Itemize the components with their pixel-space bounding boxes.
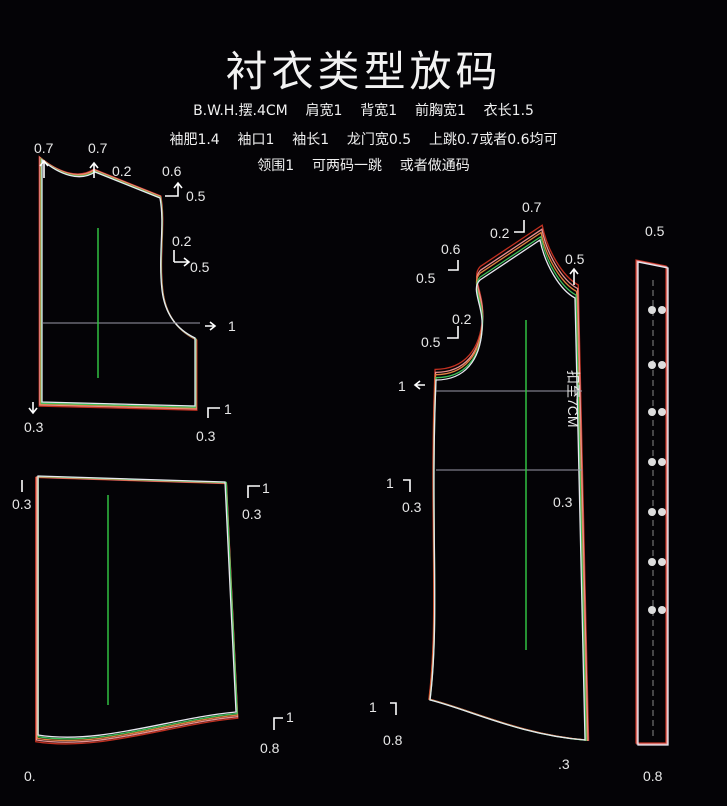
grade-value-label: 0.5 — [645, 223, 665, 239]
front-labels: 0.7 0.2 0.6 0.5 0.5 0.2 0.5 1 1 0.3 0.3 … — [369, 199, 585, 772]
front-bodice-piece: 扣至7CM — [428, 224, 590, 741]
note-line-3: 领围1 可两码一跳 或者做通码 — [257, 158, 470, 174]
grade-value-label: 0.7 — [522, 199, 542, 215]
grade-value-label: 0.2 — [452, 311, 472, 327]
grade-value-label: 1 — [228, 318, 236, 334]
grade-value-label: 1 — [386, 475, 394, 491]
grade-value-label: 0.5 — [416, 270, 436, 286]
placket-labels: 0.5 0.8 — [643, 223, 665, 784]
placket-piece — [635, 259, 669, 746]
sleeve-labels: 0.3 1 0.3 1 0.8 0. — [12, 480, 294, 784]
note-line-1: B.W.H.摆.4CM 肩宽1 背宽1 前胸宽1 衣长1.5 — [193, 103, 534, 119]
grade-value-label: 0.3 — [24, 419, 44, 435]
back-labels: 0.7 0.7 0.2 0.6 0.5 0.2 0.5 1 0.3 1 0.3 — [24, 140, 236, 444]
button-marks — [648, 306, 666, 614]
grade-value-label: 0.8 — [383, 732, 403, 748]
grade-value-label: .3 — [558, 756, 570, 772]
grade-value-label: 0.7 — [88, 140, 108, 156]
grade-value-label: 扣至7CM — [565, 370, 581, 428]
diagram-title: 衬衣类型放码 — [225, 47, 502, 96]
grade-value-label: 0.5 — [421, 334, 441, 350]
grade-value-label: 1 — [369, 699, 377, 715]
grade-value-label: 0.3 — [553, 494, 573, 510]
grade-value-label: 0.3 — [196, 428, 216, 444]
grade-value-label: 1 — [262, 480, 270, 496]
grade-value-label: 0.6 — [441, 241, 461, 257]
grade-value-label: 0.5 — [190, 259, 210, 275]
grade-value-label: 0.7 — [34, 140, 54, 156]
grade-value-label: 0. — [24, 768, 36, 784]
grade-value-label: 1 — [224, 401, 232, 417]
back-bodice-piece — [38, 156, 200, 411]
grade-value-label: 0.2 — [172, 233, 192, 249]
note-line-2: 袖肥1.4 袖口1 袖长1 龙门宽0.5 上跳0.7或者0.6均可 — [169, 132, 558, 148]
grade-arrows — [21, 159, 579, 730]
grade-value-label: 0.3 — [12, 496, 32, 512]
grade-value-label: 0.3 — [242, 506, 262, 522]
grade-value-label: 0.5 — [186, 188, 206, 204]
grade-value-label: 0.3 — [402, 499, 422, 515]
sleeve-piece — [35, 475, 239, 745]
grade-value-label: 0.2 — [112, 163, 132, 179]
grade-value-label: 0.6 — [162, 163, 182, 179]
grade-value-label: 0.5 — [565, 251, 585, 267]
grade-value-label: 0.2 — [490, 225, 510, 241]
grade-value-label: 0.8 — [260, 740, 280, 756]
grade-value-label: 1 — [286, 709, 294, 725]
grade-value-label: 0.8 — [643, 768, 663, 784]
grade-value-label: 1 — [398, 378, 406, 394]
